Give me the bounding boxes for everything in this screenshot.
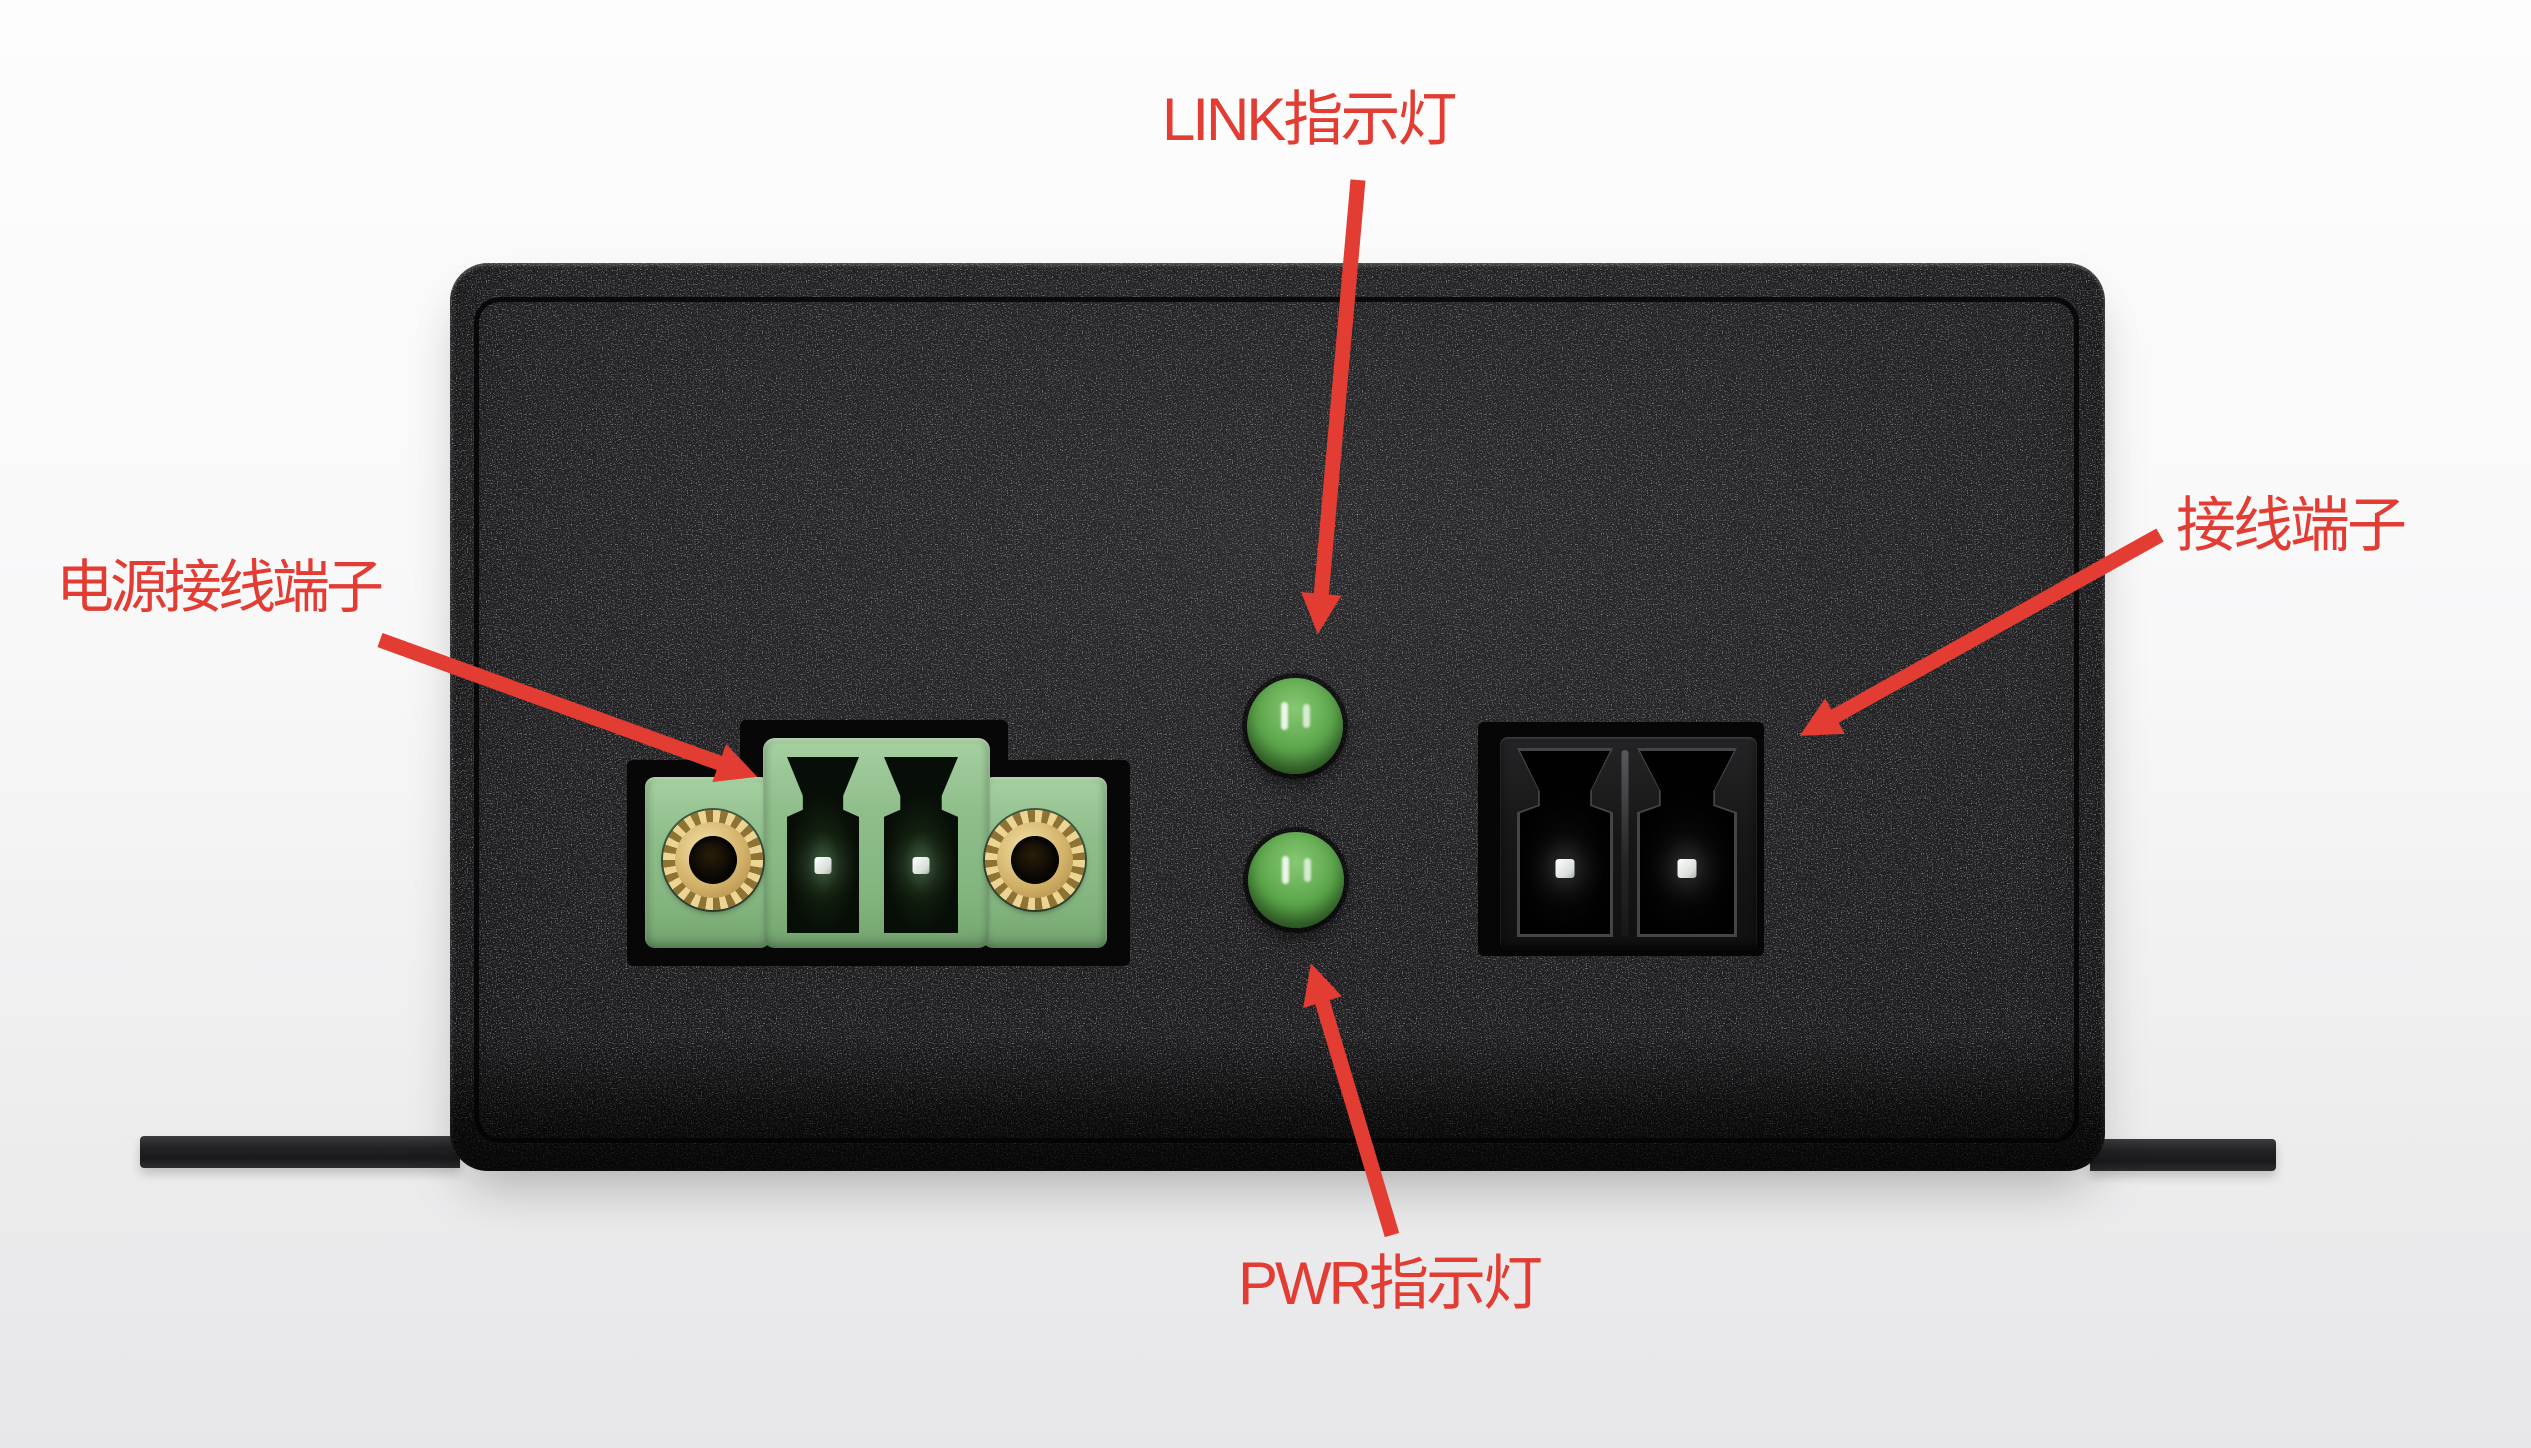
wiring-pin-cavity-right (1637, 748, 1737, 937)
wiring-pin-right (1677, 859, 1697, 878)
power-terminal-block (763, 738, 990, 948)
mounting-flange-right (2090, 1139, 2276, 1171)
annotation-label-wiring-terminal: 接线端子 (2176, 492, 2407, 559)
link-led (1247, 678, 1343, 774)
case-bottom-shadow (450, 1036, 2105, 1171)
annotation-label-pwr-led: PWR指示灯 (1238, 1250, 1543, 1317)
wiring-terminal-connector (1500, 737, 1757, 950)
annotation-label-link-led: LINK指示灯 (1162, 86, 1457, 153)
wiring-pin-left (1555, 859, 1575, 878)
power-pin-left (814, 857, 832, 874)
arrow-link-led (1301, 179, 1366, 635)
arrow-wiring-terminal (1799, 528, 2164, 736)
power-pin-cavity-left (787, 757, 859, 933)
wiring-pin-cavity-left (1517, 748, 1613, 937)
wiring-terminal-recess (1478, 722, 1764, 956)
brass-screw-insert-right (985, 810, 1085, 910)
pwr-led (1248, 832, 1344, 928)
power-pin-right (912, 857, 930, 874)
arrow-pwr-led (1303, 963, 1400, 1238)
arrow-power-terminal (377, 632, 758, 783)
brass-screw-insert-left (663, 810, 763, 910)
mounting-flange-left (140, 1136, 460, 1168)
annotation-label-power-terminal: 电源接线端子 (56, 555, 384, 620)
